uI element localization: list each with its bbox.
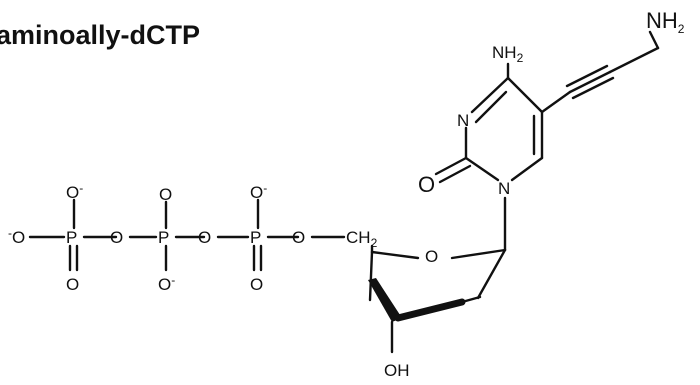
bond-c2-o-double: [438, 164, 472, 184]
bond-ch2-alkyne: [608, 46, 660, 74]
diagram-title: aminoally-dCTP: [0, 20, 200, 50]
bond-n1-c2: [464, 156, 500, 182]
deoxyribose-ring: [368, 244, 507, 354]
top-o-minus-1-label: O-: [66, 181, 83, 202]
ring-o-label: O: [425, 247, 438, 266]
bottom-o-3-label: O: [250, 275, 263, 294]
cytosine-ring: [434, 62, 544, 184]
bond-c2-o: [434, 156, 468, 176]
triple-bond-lower: [571, 76, 615, 100]
p2-label: P: [158, 228, 169, 247]
bottom-o-1-label: O: [66, 275, 79, 294]
carbonyl-o-label: O: [418, 172, 435, 197]
bold-bond-c3-c2: [394, 298, 466, 322]
triple-bond-upper: [565, 64, 609, 88]
ch2-label: CH2: [346, 228, 378, 250]
bond-n-ch2: [648, 30, 660, 50]
base-nh2-label: NH2: [492, 43, 524, 65]
bond-c1-c2: [476, 248, 507, 300]
terminal-o-minus-label: -O: [8, 226, 25, 247]
n1-label: N: [498, 179, 510, 198]
oh-label: OH: [384, 361, 410, 380]
triple-bond-center: [568, 70, 612, 94]
bond-c4-c3-edge: [368, 250, 374, 302]
bridge-o-1-label: O: [110, 228, 123, 247]
bond-c2-end: [460, 295, 482, 304]
top-o-2-label: O: [159, 185, 172, 204]
wedge-c4-c3: [368, 278, 402, 322]
bond-n3-c4-double: [474, 90, 508, 124]
bond-c6-n1: [510, 156, 544, 182]
aminopropynyl-arm: [540, 30, 660, 114]
bond-n3-c4: [470, 76, 510, 114]
amine-nh2-label: NH2: [646, 8, 685, 36]
bond-o4-c4: [370, 250, 420, 260]
bottom-o-minus-2-label: O-: [158, 273, 175, 294]
triphosphate-chain: [28, 198, 346, 272]
bridge-o-3-label: O: [292, 228, 305, 247]
bond-c4-c5: [506, 76, 544, 114]
top-o-minus-3-label: O-: [250, 181, 267, 202]
bridge-o-2-label: O: [198, 228, 211, 247]
bond-c1-o4: [450, 248, 507, 260]
n3-label: N: [457, 111, 469, 130]
bond-alkyne-ring: [540, 90, 572, 114]
p1-label: P: [66, 228, 77, 247]
p3-label: P: [250, 228, 261, 247]
